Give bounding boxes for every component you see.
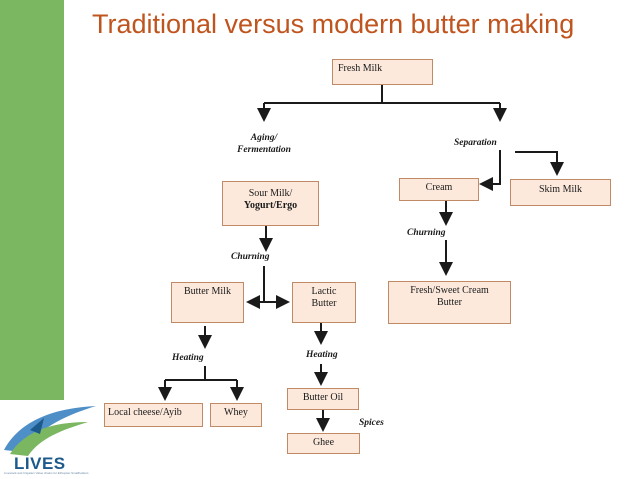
node-sour-milk-line1: Sour Milk/ xyxy=(248,188,293,199)
node-whey: Whey xyxy=(210,403,262,427)
label-heating-left: Heating xyxy=(172,353,204,363)
node-fresh-milk-label: Fresh Milk xyxy=(338,63,383,74)
lives-logo: LIVES Livestock and Irrigation Value cha… xyxy=(0,400,100,479)
logo-tagline: Livestock and Irrigation Value chains fo… xyxy=(4,472,89,475)
node-fresh-butter-line1: Fresh/Sweet Cream xyxy=(410,285,489,296)
node-sour-milk: Sour Milk/ Yogurt/Ergo xyxy=(222,181,319,226)
node-butter-oil-label: Butter Oil xyxy=(302,392,344,403)
node-ghee-label: Ghee xyxy=(312,437,335,448)
node-butter-milk: Butter Milk xyxy=(171,282,244,323)
node-cream-label: Cream xyxy=(425,182,453,193)
connector-to-skim xyxy=(515,151,564,176)
node-fresh-butter: Fresh/Sweet Cream Butter xyxy=(388,281,511,324)
label-churning-right: Churning xyxy=(407,228,446,238)
node-cream: Cream xyxy=(399,178,479,201)
node-local-cheese: Local cheese/Ayib xyxy=(104,403,203,427)
sidebar-band xyxy=(0,0,64,400)
label-aging-line1: Aging/ xyxy=(250,133,278,143)
node-skim-milk: Skim Milk xyxy=(510,179,611,206)
node-lactic-butter: Lactic Butter xyxy=(292,282,356,323)
label-heating-right: Heating xyxy=(306,350,338,360)
logo-text: LIVES xyxy=(14,454,66,473)
node-local-cheese-label: Local cheese/Ayib xyxy=(108,407,182,418)
label-aging-line2: Fermentation xyxy=(237,145,291,155)
label-spices: Spices xyxy=(359,418,384,428)
node-sour-milk-line2: Yogurt/Ergo xyxy=(243,200,298,211)
node-fresh-butter-line2: Butter xyxy=(437,297,462,308)
node-skim-milk-label: Skim Milk xyxy=(538,184,583,195)
node-whey-label: Whey xyxy=(224,407,248,418)
label-aging-fermentation: Aging/ Fermentation xyxy=(222,132,306,156)
node-fresh-milk: Fresh Milk xyxy=(332,59,433,85)
page-title: Traditional versus modern butter making xyxy=(92,9,575,39)
label-churning-left: Churning xyxy=(231,252,270,262)
label-separation: Separation xyxy=(454,138,497,148)
node-butter-milk-label: Butter Milk xyxy=(184,286,231,297)
logo-swoosh-icon xyxy=(4,406,96,456)
node-ghee: Ghee xyxy=(287,433,360,454)
node-butter-oil: Butter Oil xyxy=(287,388,359,410)
node-lactic-butter-line1: Lactic xyxy=(311,286,337,297)
node-lactic-butter-line2: Butter xyxy=(311,298,337,309)
connector-separation-branch xyxy=(479,150,501,191)
